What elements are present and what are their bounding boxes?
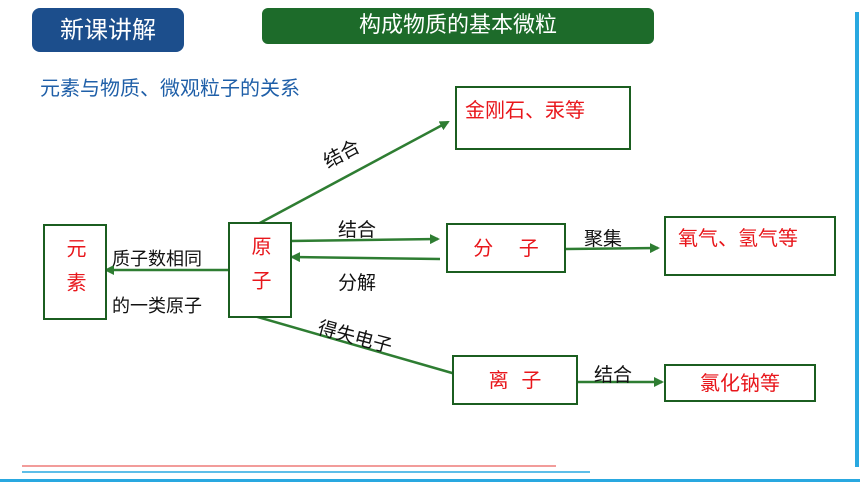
node-oxygen-hydrogen: 氧气、氢气等 xyxy=(664,216,836,276)
frame-right-border xyxy=(855,12,859,467)
label-combine-ion: 结合 xyxy=(594,364,633,386)
arrow-molecule-to-oxygen xyxy=(565,243,660,254)
label-combine-mid: 结合 xyxy=(338,219,377,241)
node-ion-label: 离 子 xyxy=(488,368,542,392)
node-molecule: 分 子 xyxy=(446,223,566,273)
label-aggregate: 聚集 xyxy=(584,228,623,250)
node-diamond-mercury: 金刚石、汞等 xyxy=(455,86,631,150)
arrow-molecule-to-atom xyxy=(290,252,441,263)
frame-bottom-border xyxy=(0,479,860,482)
node-atom: 原子 xyxy=(228,222,292,318)
node-sodium-chloride-label: 氯化钠等 xyxy=(700,371,780,395)
label-decompose: 分解 xyxy=(338,272,377,294)
node-ion: 离 子 xyxy=(452,355,578,405)
node-diamond-mercury-label: 金刚石、汞等 xyxy=(465,98,585,122)
arrow-atom-to-molecule xyxy=(289,234,440,245)
arrow-atom-to-ion xyxy=(253,314,468,380)
node-element: 元素 xyxy=(43,224,107,320)
node-atom-label: 原子 xyxy=(248,236,272,304)
diagram-subtitle: 元素与物质、微观粒子的关系 xyxy=(40,76,300,100)
section-tag: 新课讲解 xyxy=(32,8,184,52)
node-molecule-label: 分 子 xyxy=(473,236,539,260)
label-same-protons-line1: 质子数相同 xyxy=(112,249,202,270)
node-sodium-chloride: 氯化钠等 xyxy=(664,364,816,402)
label-same-protons-line2: 的一类原子 xyxy=(112,296,202,317)
arrow-atom-to-diamond xyxy=(257,120,450,226)
node-oxygen-hydrogen-label: 氧气、氢气等 xyxy=(678,226,798,250)
page-title: 构成物质的基本微粒 xyxy=(262,8,654,44)
node-element-label: 元素 xyxy=(63,238,87,306)
